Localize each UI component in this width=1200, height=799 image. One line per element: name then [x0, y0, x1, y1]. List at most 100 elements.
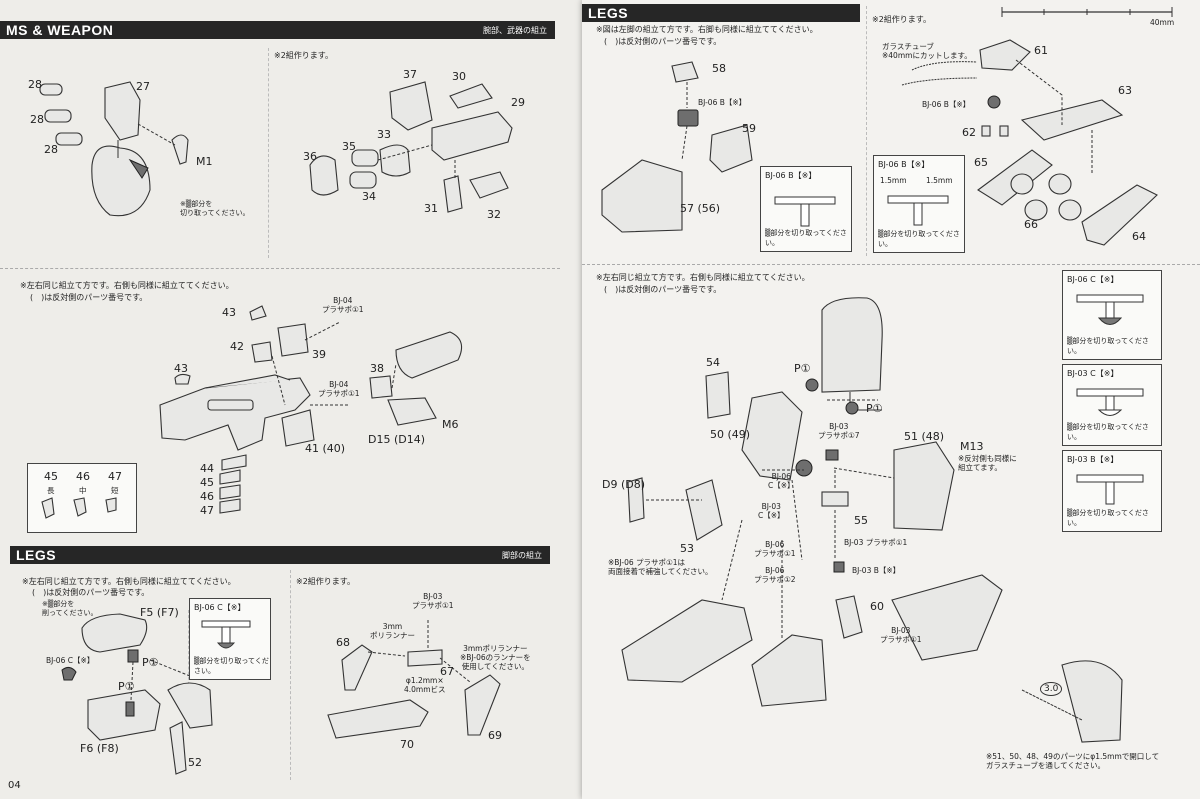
callout: ※反対側も同様に 組立てます。: [958, 454, 1017, 472]
part-label: P①: [866, 402, 883, 415]
part-label: 36: [303, 150, 317, 163]
section-subtitle: 脚部の組立: [502, 551, 542, 560]
legs-note: ※図は左脚の組立て方です。右脚も同様に組立ててください。: [596, 25, 818, 34]
weapon-diagram: [159, 305, 463, 514]
callout: ※BJ-06 プラサポ①1は 両面接着で補強してください。: [608, 558, 713, 576]
left-page: MS & WEAPON 腕部、武器の組立 ※2組作ります。: [0, 0, 582, 799]
box-title: BJ-06 C【※】: [194, 603, 246, 612]
callout: BJ-03 プラサポ①1: [844, 538, 908, 547]
cut-note: ※▒部分を 切り取ってください。: [180, 200, 250, 217]
pairs-note: ※2組作ります。: [296, 577, 355, 586]
parts-box-side-3: BJ-03 B【※】 ▒部分を切り取ってください。: [1062, 450, 1162, 532]
callout: BJ-06 B【※】: [698, 98, 747, 107]
legs-note: ※左右同じ組立て方です。右側も同様に組立ててください。: [22, 577, 236, 586]
part-label: 52: [188, 756, 202, 769]
tube-note: ガラスチューブ ※40mmにカットします。: [882, 42, 972, 60]
box-note: ▒部分を切り取ってください。: [765, 229, 847, 247]
legend-key: 中: [79, 486, 87, 495]
part-label: 43: [174, 362, 188, 375]
callout: BJ-06 C【※】: [768, 472, 795, 490]
section-title: LEGS: [16, 547, 57, 563]
callout: BJ-03 プラサポ①1: [412, 592, 454, 610]
part-label: 3.0: [1040, 682, 1063, 696]
callout: ※51、50、48、49のパーツにφ1.5mmで開口して ガラスチューブを通して…: [986, 752, 1160, 770]
callout: 3mm ポリランナー: [370, 622, 415, 640]
part-label: 37: [403, 68, 417, 81]
part-label: F6 (F8): [80, 742, 119, 755]
part-label: 43: [222, 306, 236, 319]
part-label: 38: [370, 362, 384, 375]
legend-num: 45: [44, 470, 58, 483]
length-legend: 45 46 47 長 中 短: [27, 463, 137, 533]
leg-diagram-left: [61, 613, 501, 775]
box-title: BJ-06 C【※】: [1067, 275, 1119, 284]
part-label: 67: [440, 665, 454, 678]
part-label: 35: [342, 140, 356, 153]
box-note: ▒部分を切り取ってください。: [1067, 423, 1149, 441]
section-subtitle: 腕部、武器の組立: [483, 26, 547, 35]
right-page: LEGS ※図は左脚の組立て方です。右脚も同様に組立ててください。 ( )は反対…: [582, 0, 1200, 799]
dimension: 1.5mm: [926, 176, 953, 185]
callout: BJ-06 プラサポ①1: [754, 540, 796, 558]
callout: BJ-03 プラサポ①7: [818, 422, 860, 440]
part-label: 60: [870, 600, 884, 613]
part-label: 63: [1118, 84, 1132, 97]
part-label: 68: [336, 636, 350, 649]
part-label: 51 (48): [904, 430, 945, 443]
part-label: 54: [706, 356, 720, 369]
section-title: LEGS: [588, 5, 629, 21]
part-label: 53: [680, 542, 694, 555]
scale-label: 40mm: [1150, 18, 1175, 27]
part-label: M1: [196, 155, 213, 168]
arm-parts: [39, 81, 513, 217]
part-label: 66: [1024, 218, 1038, 231]
part-label: 33: [377, 128, 391, 141]
legs-note: ( )は反対側のパーツ番号です。: [32, 588, 150, 597]
part-label: 44: [200, 462, 214, 475]
callout: BJ-06 プラサポ①2: [754, 566, 796, 584]
legs-note: ※▒部分を 削ってください。: [42, 600, 98, 617]
callout: BJ-03 B【※】: [852, 566, 901, 575]
page-number: 04: [8, 780, 21, 791]
part-label: 29: [511, 96, 525, 109]
box-note: ▒部分を切り取ってください。: [1067, 509, 1149, 527]
leg-diagram-upper: [601, 39, 1158, 246]
part-label: 46: [200, 490, 214, 503]
part-label: P①: [118, 680, 135, 693]
part-label: 27: [136, 80, 150, 93]
callout: BJ-04 プラサポ①1: [318, 380, 360, 398]
part-label: M6: [442, 418, 459, 431]
weapon-note: ( )は反対側のパーツ番号です。: [30, 293, 148, 302]
part-label: 59: [742, 122, 756, 135]
box-title: BJ-06 B【※】: [878, 160, 930, 169]
legs-note: ※左右同じ組立て方です。右側も同様に組立ててください。: [596, 273, 810, 282]
section-header-legs: LEGS 脚部の組立: [10, 546, 550, 564]
part-label: 61: [1034, 44, 1048, 57]
part-label: M13: [960, 440, 984, 453]
section-header-arms: MS & WEAPON 腕部、武器の組立: [0, 21, 555, 39]
part-label: P①: [142, 656, 159, 669]
part-label: D15 (D14): [368, 433, 426, 446]
callout: φ1.2mm× 4.0mmビス: [404, 676, 446, 694]
part-label: 64: [1132, 230, 1146, 243]
part-label: 57 (56): [680, 202, 721, 215]
part-label: 55: [854, 514, 868, 527]
legs-note: ( )は反対側のパーツ番号です。: [604, 285, 722, 294]
callout: BJ-06 C【※】: [46, 656, 95, 665]
legend-key: 短: [111, 486, 119, 495]
weapon-note: ※左右同じ組立て方です。右側も同様に組立ててください。: [20, 281, 234, 290]
box-title: BJ-03 C【※】: [1067, 369, 1119, 378]
parts-box-side-2: BJ-03 C【※】 ▒部分を切り取ってください。: [1062, 364, 1162, 446]
box-note: ▒部分を切り取ってください。: [194, 657, 269, 675]
parts-box-bj06b-dims: BJ-06 B【※】 1.5mm 1.5mm ▒部分を切り取ってください。: [873, 155, 965, 253]
part-label: 28: [30, 113, 44, 126]
part-label: P①: [794, 362, 811, 375]
part-label: 69: [488, 729, 502, 742]
part-label: 32: [487, 208, 501, 221]
arm-diagram: [39, 81, 513, 217]
part-label: 31: [424, 202, 438, 215]
box-title: BJ-03 B【※】: [1067, 455, 1119, 464]
part-label: 47: [200, 504, 214, 517]
section-title: MS & WEAPON: [6, 22, 114, 38]
box-note: ▒部分を切り取ってください。: [1067, 337, 1149, 355]
